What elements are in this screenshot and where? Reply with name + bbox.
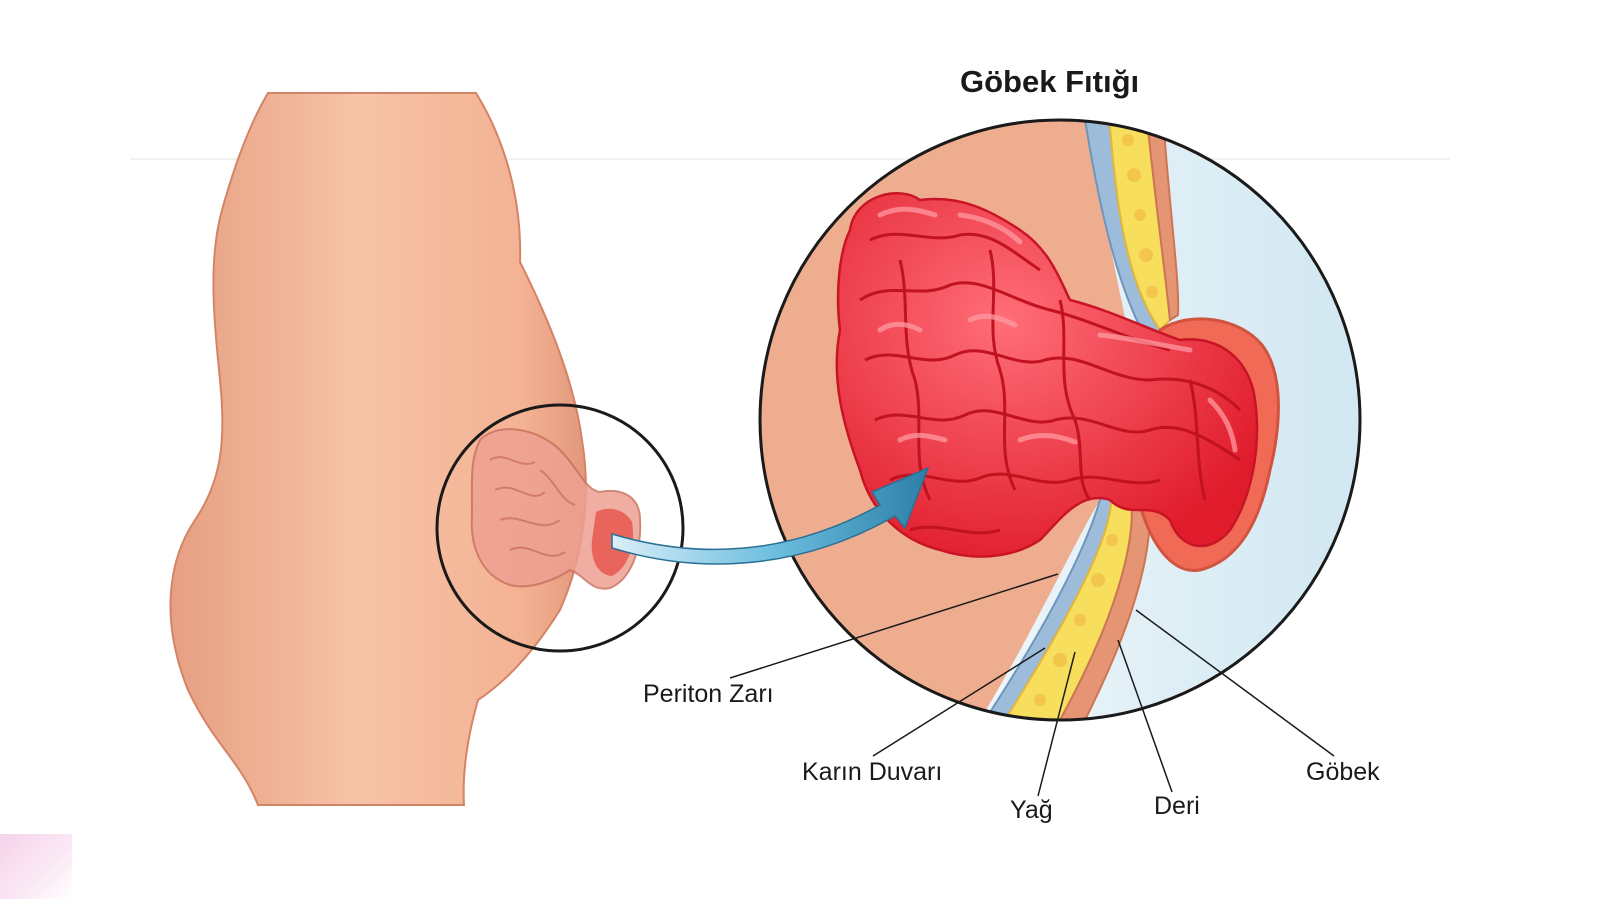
leader-gobek	[1135, 609, 1335, 757]
leader-deri	[1117, 639, 1173, 793]
fat-globules	[1034, 134, 1158, 706]
label-gobek: Göbek	[1306, 758, 1380, 786]
label-deri: Deri	[1154, 792, 1200, 820]
small-intestine-sketch	[470, 428, 642, 590]
leader-lines	[729, 573, 1335, 797]
label-yag: Yağ	[1010, 796, 1053, 824]
intestine-highlights	[877, 206, 1238, 453]
diagram-title: Göbek Fıtığı	[960, 64, 1140, 99]
leader-yag	[1037, 651, 1076, 797]
background-rule	[130, 158, 1450, 160]
corner-tint	[0, 834, 72, 899]
intestine-folds	[859, 232, 1242, 535]
large-inset	[758, 118, 1362, 722]
body-silhouette	[169, 92, 587, 806]
label-karin-duvari: Karın Duvarı	[802, 758, 943, 786]
label-periton-zari: Periton Zarı	[643, 680, 774, 708]
magnify-arrow	[611, 466, 930, 565]
leader-karin-duvari	[872, 647, 1046, 757]
leader-periton	[729, 573, 1059, 679]
large-inset-border	[758, 118, 1362, 722]
intestine-loops	[835, 192, 1259, 558]
